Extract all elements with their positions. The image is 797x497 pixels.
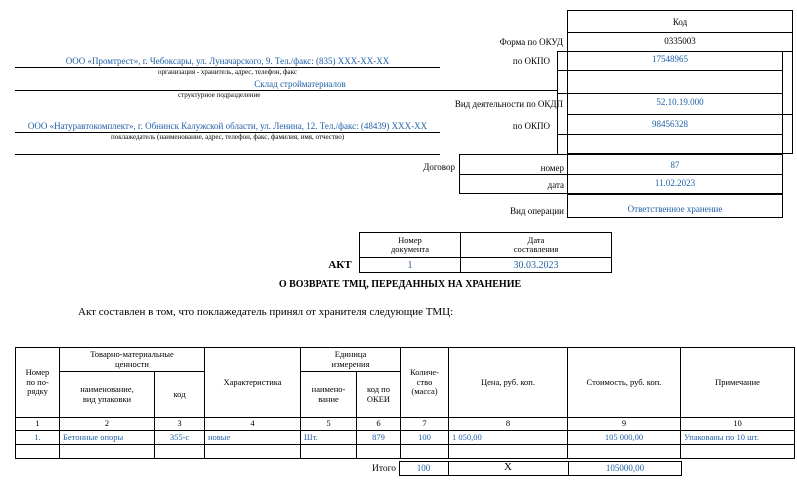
totals-box: [399, 461, 682, 476]
okud-value: 0335003: [664, 36, 696, 46]
column-numbers-row: 1 2 3 4 5 6 7 8 9 10: [15, 417, 795, 431]
header-goods: Товарно-материальные ценности: [59, 347, 205, 372]
operation-box: [567, 194, 783, 218]
contract-date-value: 11.02.2023: [654, 178, 696, 188]
header-name: наименование, вид упаковки: [59, 371, 155, 418]
header-num: Номер по по- рядку: [15, 347, 60, 418]
act-label: АКТ: [328, 259, 352, 271]
code-box: [567, 10, 793, 154]
doc-date-header: Дата: [527, 234, 545, 245]
okpo-label-keeper: по ОКПО: [512, 56, 550, 66]
header-qty: Количе- ство (масса): [400, 347, 449, 418]
doc-number-value: 1: [359, 257, 461, 273]
code-header: Код: [672, 17, 688, 27]
doc-number-header: Номер: [398, 234, 422, 245]
contract-label: Договор: [423, 162, 455, 172]
table-row: 1. Бетонные опоры 355-с новые Шт. 879 10…: [15, 430, 795, 445]
header-price: Цена, руб. коп.: [448, 347, 568, 418]
act-title: О ВОЗВРАТЕ ТМЦ, ПЕРЕДАННЫХ НА ХРАНЕНИЕ: [278, 279, 522, 290]
bailor-caption: поклажедатель (наименование, адрес, теле…: [110, 133, 345, 141]
okud-label: Форма по ОКУД: [499, 37, 563, 47]
keeper-caption: организация - хранитель, адрес, телефон,…: [157, 68, 297, 76]
contract-number-label: номер: [540, 163, 564, 173]
operation-value: Ответственное хранение: [627, 204, 723, 214]
department: Склад стройматериалов: [254, 79, 346, 89]
bailor-org: ООО «Натуравтокомплект», г. Обнинск Калу…: [27, 121, 428, 131]
header-char: Характеристика: [204, 347, 301, 418]
contract-number-value: 87: [670, 160, 680, 170]
okdp-label: Вид деятельности по ОКДП: [454, 99, 563, 109]
total-cost: 105000,00: [605, 463, 645, 473]
doc-date-value: 30.03.2023: [460, 257, 612, 273]
header-okei: код по ОКЕИ: [356, 371, 401, 418]
table-row-empty: [15, 444, 795, 459]
header-unit-name: наимено- вание: [300, 371, 357, 418]
department-caption: структурное подразделение: [178, 91, 261, 99]
okpo-keeper-value: 17548965: [652, 54, 688, 64]
total-price: Х: [504, 461, 512, 473]
operation-label: Вид операции: [510, 206, 564, 216]
goods-table: Номер по по- рядку Товарно-материальные …: [15, 347, 795, 459]
contract-date-label: дата: [547, 180, 564, 190]
header-cost: Стоимость, руб. коп.: [567, 347, 681, 418]
total-qty: 100: [416, 463, 431, 473]
keeper-org: ООО «Промтрест», г. Чебоксары, ул. Лунач…: [65, 56, 390, 66]
okdp-value: 52.10.19.000: [656, 97, 704, 107]
act-statement: Акт составлен в том, что поклажедатель п…: [78, 306, 454, 318]
okpo-bailor-value: 98456328: [652, 119, 688, 129]
okpo-label-bailor: по ОКПО: [512, 121, 550, 131]
header-code: код: [154, 371, 205, 418]
total-label: Итого: [371, 464, 396, 474]
header-unit: Единица измерения: [300, 347, 401, 372]
header-note: Примечание: [680, 347, 795, 418]
act-doc-table: Номер документа Дата составления 1 30.03…: [359, 232, 612, 273]
